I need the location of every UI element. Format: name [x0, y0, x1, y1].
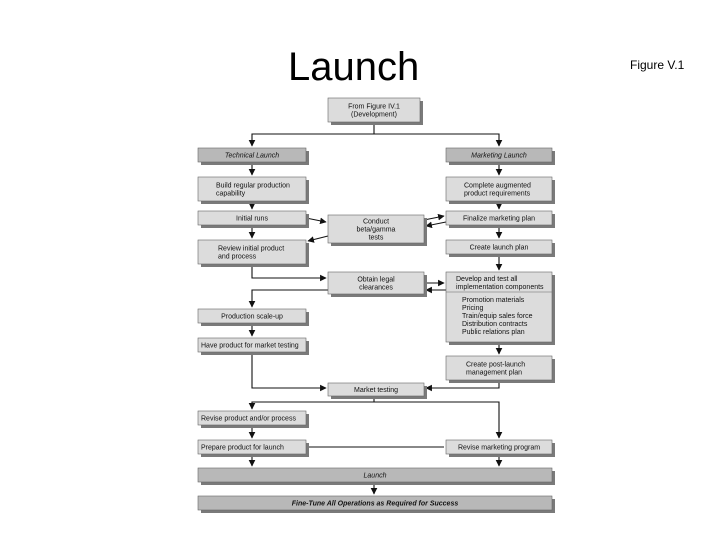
review-initial-box-label-2: and process — [218, 254, 257, 261]
components-item: Pricing — [462, 305, 484, 312]
have-product-box-rect — [197, 337, 307, 353]
review-initial-box-rect — [197, 239, 307, 265]
legal-to-scaleup — [248, 289, 328, 308]
conduct-tests-box-label-3: tests — [369, 235, 384, 242]
legal-clearances-box-label-1: Obtain legal — [357, 277, 395, 284]
source-split — [248, 122, 375, 147]
create-launch-plan-box-label: Create launch plan — [470, 245, 529, 252]
complete-requirements-box-label-1: Complete augmented — [464, 183, 531, 190]
build-capability-box-label-2: capability — [216, 191, 246, 198]
market-testing-box-rect — [327, 382, 425, 397]
marketing-launch-header: Marketing Launch — [445, 147, 555, 165]
complete-requirements-box-label-2: product requirements — [464, 191, 531, 198]
revise-marketing-box-label: Revise marketing program — [458, 445, 540, 452]
revise-marketing-box-rect — [445, 439, 553, 455]
revise-product-box: Revise product and/or process — [197, 410, 309, 428]
components-item: Train/equip sales force — [462, 313, 533, 320]
marketing-launch-header-rect — [445, 147, 553, 163]
components-item: Public relations plan — [462, 329, 525, 336]
post-launch-box-label-2: management plan — [466, 370, 522, 377]
develop-test-box-label-1: Develop and test all — [456, 276, 518, 283]
source-box-label-2: (Development) — [351, 112, 397, 119]
source-split-right — [374, 133, 503, 147]
legal-clearances-box-rect — [327, 271, 425, 295]
complete-requirements-box-rect — [445, 176, 553, 202]
launch-box: Launch — [197, 467, 555, 485]
have-product-box-label: Have product for market testing — [201, 343, 299, 350]
finalize-plan-box: Finalize marketing plan — [445, 210, 555, 228]
technical-launch-header-label: Technical Launch — [225, 153, 279, 160]
post-launch-box-label-1: Create post-launch — [466, 362, 525, 369]
develop-test-box-label-2: implementation components — [456, 284, 544, 291]
prepare-product-box-label: Prepare product for launch — [201, 445, 284, 452]
develop-test-box-rect — [445, 271, 553, 343]
market-testing-box-label: Market testing — [354, 387, 398, 394]
launch-box-label: Launch — [364, 473, 387, 480]
initial-runs-box: Initial runs — [197, 210, 309, 228]
fine-tune-box-label: Fine-Tune All Operations as Required for… — [292, 501, 459, 508]
revise-product-box-rect — [197, 410, 307, 426]
finalize-to-conduct — [425, 221, 447, 229]
figure-label: Figure V.1 — [630, 58, 685, 72]
components-item: Distribution contracts — [462, 321, 528, 328]
source-box-rect — [327, 97, 421, 123]
market-testing-box: Market testing — [327, 382, 427, 399]
finalize-plan-box-rect — [445, 210, 553, 226]
prepare-product-box: Prepare product for launch — [197, 439, 309, 457]
have-to-market — [251, 352, 327, 392]
review-initial-box-label-1: Review initial product — [218, 246, 284, 253]
conduct-tests-box-rect — [327, 214, 425, 244]
source-box: From Figure IV.1(Development) — [327, 97, 423, 125]
launch-box-rect — [197, 467, 553, 483]
initial-runs-box-rect — [197, 210, 307, 226]
review-to-legal — [251, 264, 327, 282]
revise-product-box-label: Revise product and/or process — [201, 416, 296, 423]
conduct-tests-box-label-1: Conduct — [363, 219, 389, 226]
create-launch-plan-box-rect — [445, 239, 553, 255]
production-scale-up-box-label: Production scale-up — [221, 314, 283, 321]
initial-to-conduct — [305, 217, 327, 225]
conduct-to-review — [307, 235, 329, 243]
initial-runs-box-label: Initial runs — [236, 216, 268, 223]
source-box-label-1: From Figure IV.1 — [348, 104, 400, 111]
build-capability-box-rect — [197, 176, 307, 202]
conduct-tests-box-label-2: beta/gamma — [357, 227, 396, 234]
boxes: From Figure IV.1(Development) Technical L… — [197, 97, 555, 513]
prepare-product-box-rect — [197, 439, 307, 455]
fine-tune-box: Fine-Tune All Operations as Required for… — [197, 495, 555, 513]
technical-launch-header-rect — [197, 147, 307, 163]
finalize-plan-box-label: Finalize marketing plan — [463, 216, 535, 223]
post-launch-box-rect — [445, 355, 553, 381]
create-launch-plan-box: Create launch plan — [445, 239, 555, 257]
market-to-revisemkt — [374, 401, 503, 439]
build-capability-box-label-1: Build regular production — [216, 183, 290, 190]
have-product-box: Have product for market testing — [197, 337, 309, 355]
production-scale-up-box: Production scale-up — [197, 308, 309, 326]
legal-clearances-box-label-2: clearances — [359, 285, 393, 292]
technical-launch-header: Technical Launch — [197, 147, 309, 165]
slide-title: Launch — [288, 45, 420, 89]
conduct-to-finalize — [423, 213, 445, 221]
components-item: Promotion materials — [462, 297, 525, 304]
production-scale-up-box-rect — [197, 308, 307, 324]
revise-marketing-box: Revise marketing program — [445, 439, 555, 457]
marketing-launch-header-label: Marketing Launch — [471, 153, 527, 160]
fine-tune-box-rect — [197, 495, 553, 511]
